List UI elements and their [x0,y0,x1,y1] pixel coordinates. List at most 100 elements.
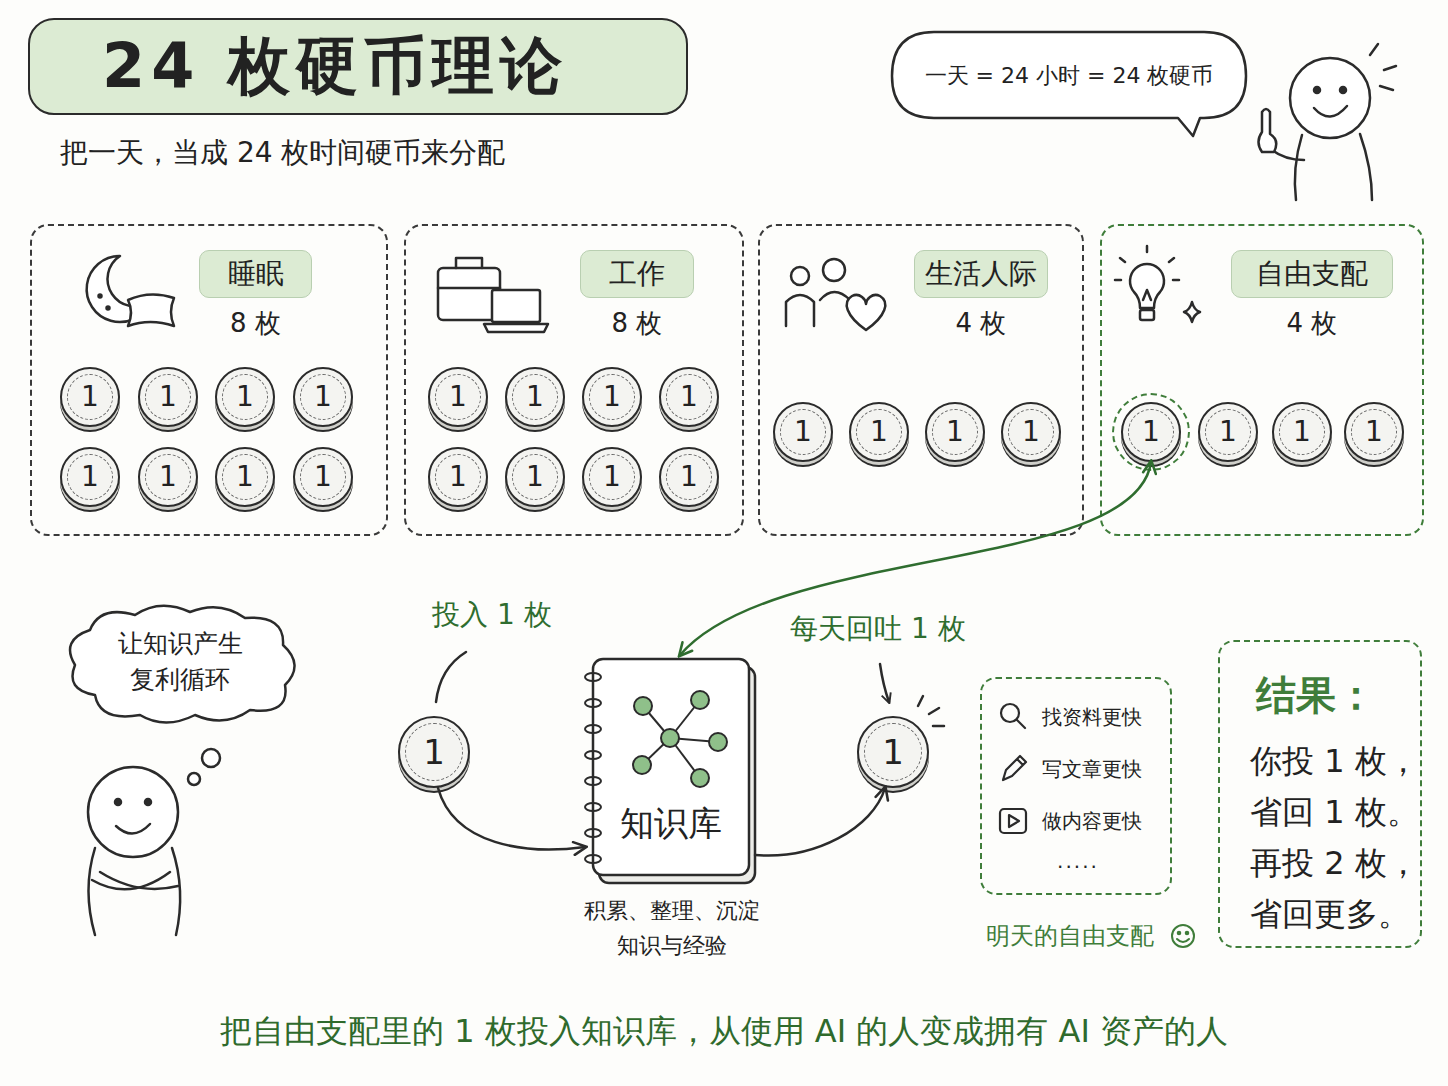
sketch-stroke [100,872,178,889]
time-coin: 1 [505,367,565,427]
sketch-stroke [115,799,121,805]
sketch-stroke [691,769,709,787]
coin-value: 1 [159,383,177,411]
sketch-stroke [1172,925,1194,947]
edge-label: 投入 1 枚 [432,596,552,634]
sketch-stroke [585,725,601,733]
sketch-stroke [634,697,652,715]
sketch-stroke [791,267,809,285]
time-coin: 1 [60,447,120,507]
category-box: 自由支配4 枚1111 [1100,224,1424,536]
coin-count: 8 枚 [580,306,694,341]
sketch-stroke [1009,815,1019,827]
coin-value: 1 [794,418,812,446]
coin-value: 1 [236,383,254,411]
flow-arrow [680,462,1151,655]
sketch-stroke [918,696,944,726]
coin-value: 1 [946,418,964,446]
sketch-stroke [484,324,548,332]
time-coin: 1 [505,447,565,507]
coin-value: 1 [1293,418,1311,446]
time-coin: 1 [659,447,719,507]
sketch-stroke [593,659,749,875]
sketch-stroke [1290,58,1370,138]
coin-count: 4 枚 [914,306,1048,341]
sketch-stroke [202,749,220,767]
sketch-stroke [1003,756,1026,780]
coin-value: 1 [870,418,888,446]
result-heading: 结果： [1256,668,1376,723]
sketch-stroke [823,259,845,281]
sketch-stroke [438,258,500,288]
result-body: 你投 1 枚， 省回 1 枚。 再投 2 枚， 省回更多。 [1250,736,1430,940]
knowledge-notebook: 知识库 [585,655,755,883]
sketch-stroke [1370,44,1396,90]
sketch-stroke [116,824,150,834]
sketch-stroke [1178,932,1181,935]
sketch-stroke [1130,264,1164,308]
benefit-icons [1000,704,1026,833]
time-coin: 1 [215,447,275,507]
sketch-stroke [145,799,151,805]
sketch-stroke [492,290,540,322]
coin-value: 1 [449,383,467,411]
sketch-stroke [585,803,601,811]
coin-value: 1 [314,383,332,411]
cloud-outline [55,600,305,730]
sketch-stroke [820,292,850,300]
sketch-stroke [1184,302,1200,322]
category-box: 工作8 枚11111111 [404,224,744,536]
sketch-stroke [1360,134,1372,200]
coin-value: 1 [81,383,99,411]
subtitle-text: 把一天，当成 24 枚时间硬币来分配 [60,134,505,172]
sketch-stroke [128,294,174,326]
sketch-stroke [585,673,601,681]
sketch-stroke [1000,809,1026,833]
category-pill: 自由支配 [1231,250,1393,298]
time-coin: 1 [582,367,642,427]
sketch-stroke [661,729,679,747]
pointing-figure [1259,44,1397,200]
notebook-outline [585,655,755,883]
category-pill: 睡眠 [199,250,312,298]
time-coin: 1 [857,716,929,788]
time-coin: 1 [138,447,198,507]
note-text: 积累、整理、沉淀 知识与经验 [562,893,782,963]
time-coin: 1 [1344,402,1404,462]
time-coin: 1 [925,402,985,462]
coin-value: 1 [603,463,621,491]
category-pill: 工作 [580,250,694,298]
notebook-title: 知识库 [593,801,749,847]
benefit-item: 找资料更快 [1042,704,1142,731]
time-coin: 1 [215,367,275,427]
sketch-stroke [172,848,180,935]
flow-arrow [438,788,585,849]
benefit-ellipsis: ..... [982,849,1174,873]
footer-caption: 把自由支配里的 1 枚投入知识库，从使用 AI 的人变成拥有 AI 资产的人 [0,1010,1448,1054]
sketch-stroke [436,652,466,702]
benefit-item: 写文章更快 [1042,756,1142,783]
coin-value: 1 [314,463,332,491]
result-box: 结果：你投 1 枚， 省回 1 枚。 再投 2 枚， 省回更多。 [1218,640,1422,948]
title-text: 24 枚硬币理论 [28,18,688,115]
time-coin: 1 [1001,402,1061,462]
benefit-box: 找资料更快写文章更快做内容更快.....明天的自由支配 [980,677,1172,895]
coin-value: 1 [236,463,254,491]
category-pill: 生活人际 [914,250,1048,298]
sketch-stroke [1140,310,1154,320]
coin-value: 1 [526,383,544,411]
sketch-stroke [1340,87,1346,93]
coin-value: 1 [1022,418,1040,446]
category-box: 生活人际 4 枚 1 1 1 1 [758,224,1084,536]
sketch-stroke [585,777,601,785]
speech-bubble: 一天 = 24 小时 = 24 枚硬币 [888,30,1250,122]
sketch-stroke [1259,109,1277,152]
time-coin: 1 [582,447,642,507]
sketch-stroke [633,756,651,774]
sketch-stroke [880,664,889,702]
bubble-text: 一天 = 24 小时 = 24 枚硬币 [888,30,1250,122]
time-coin: 1 [398,716,470,788]
coin-value: 1 [603,383,621,411]
time-coin: 1 [1272,402,1332,462]
time-coin: 1 [60,367,120,427]
